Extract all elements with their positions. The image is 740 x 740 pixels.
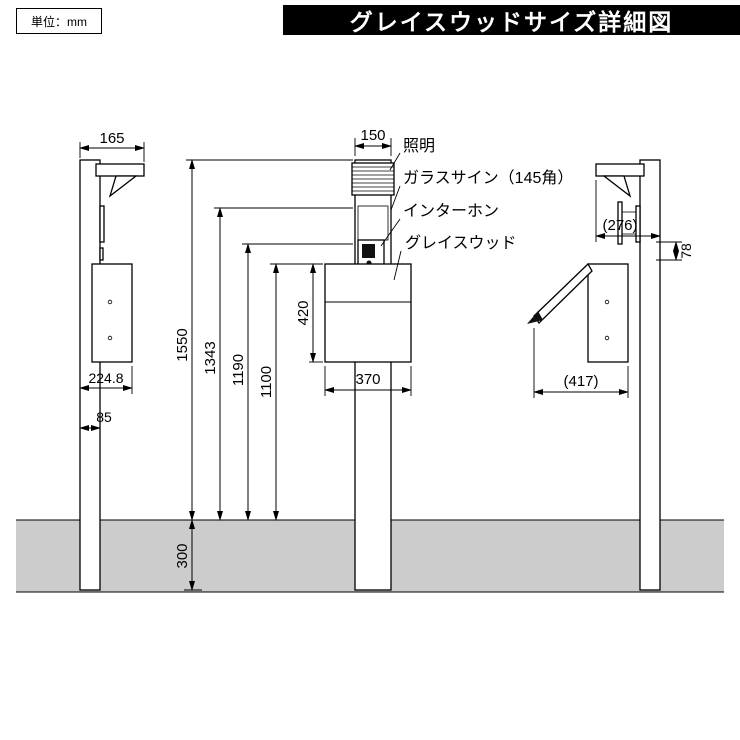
- screw-icon: [107, 299, 113, 305]
- dim-text-370: 370: [355, 371, 380, 388]
- right-sign-edge: [635, 205, 641, 243]
- dim-text-420: 420: [295, 300, 312, 325]
- dim-text-417: (417): [563, 373, 598, 390]
- front-dim-heights: 1550 1343 1190 1100: [174, 159, 279, 521]
- left-side-view: 165 224.8 85: [79, 130, 145, 591]
- dim-text-85: 85: [96, 409, 112, 425]
- dim-text-1100: 1100: [258, 366, 275, 398]
- front-intercom: [357, 239, 385, 269]
- dim-text-165: 165: [99, 130, 124, 147]
- left-mailbox-side: [91, 263, 133, 363]
- label-light: 照明: [403, 137, 435, 155]
- right-post: [639, 159, 661, 591]
- page-title: グレイスウッドサイズ詳細図: [283, 5, 740, 35]
- front-dim-embed: 300: [174, 519, 202, 591]
- right-dim-bracket: 78: [656, 241, 694, 261]
- dim-text-276: (276): [602, 217, 637, 234]
- front-mailbox: [324, 263, 412, 363]
- right-light-arm: [595, 163, 645, 177]
- front-dim-box-width: 370: [324, 366, 412, 396]
- left-sign-edge: [99, 205, 105, 243]
- open-flap: [527, 262, 593, 324]
- right-dim-depth: (276): [595, 180, 661, 242]
- unit-label: 単位：mm: [16, 8, 102, 34]
- open-direction-arrow-icon: [527, 311, 543, 324]
- label-product: グレイスウッド: [405, 234, 517, 252]
- label-intercom: インターホン: [403, 202, 499, 220]
- right-side-view: (276) 78 (417): [527, 159, 694, 591]
- screw-icon: [107, 335, 113, 341]
- left-light-bracket: [108, 175, 138, 198]
- screw-icon: [604, 335, 610, 341]
- front-view: 1550 1343 1190 1100 300: [174, 127, 573, 591]
- dim-text-1550: 1550: [174, 328, 191, 361]
- dim-text-150: 150: [360, 127, 385, 144]
- left-dim-box-depth: 224.8: [79, 366, 133, 394]
- screw-icon: [604, 299, 610, 305]
- front-dim-box-height: 420: [295, 263, 323, 363]
- right-light-bracket: [602, 175, 632, 198]
- dim-text-1343: 1343: [202, 341, 219, 374]
- callout-labels: 照明 ガラスサイン（145角） インターホン グレイスウッド: [380, 137, 573, 281]
- dim-text-224-8: 224.8: [88, 370, 123, 386]
- right-dim-open: (417): [533, 328, 629, 398]
- dim-text-300: 300: [174, 543, 191, 568]
- front-light-fixture: [351, 162, 395, 196]
- dim-text-78: 78: [678, 243, 694, 259]
- front-dim-width: 150: [354, 127, 392, 156]
- right-mailbox-side: [587, 263, 629, 363]
- left-dim-post-depth: 85: [79, 409, 112, 431]
- label-glass-sign: ガラスサイン（145角）: [403, 169, 573, 187]
- left-dim-light-depth: 165: [79, 130, 145, 162]
- left-light-arm: [95, 163, 145, 177]
- front-post: [354, 159, 392, 591]
- dim-text-1190: 1190: [230, 354, 247, 386]
- left-intercom-edge: [99, 247, 104, 261]
